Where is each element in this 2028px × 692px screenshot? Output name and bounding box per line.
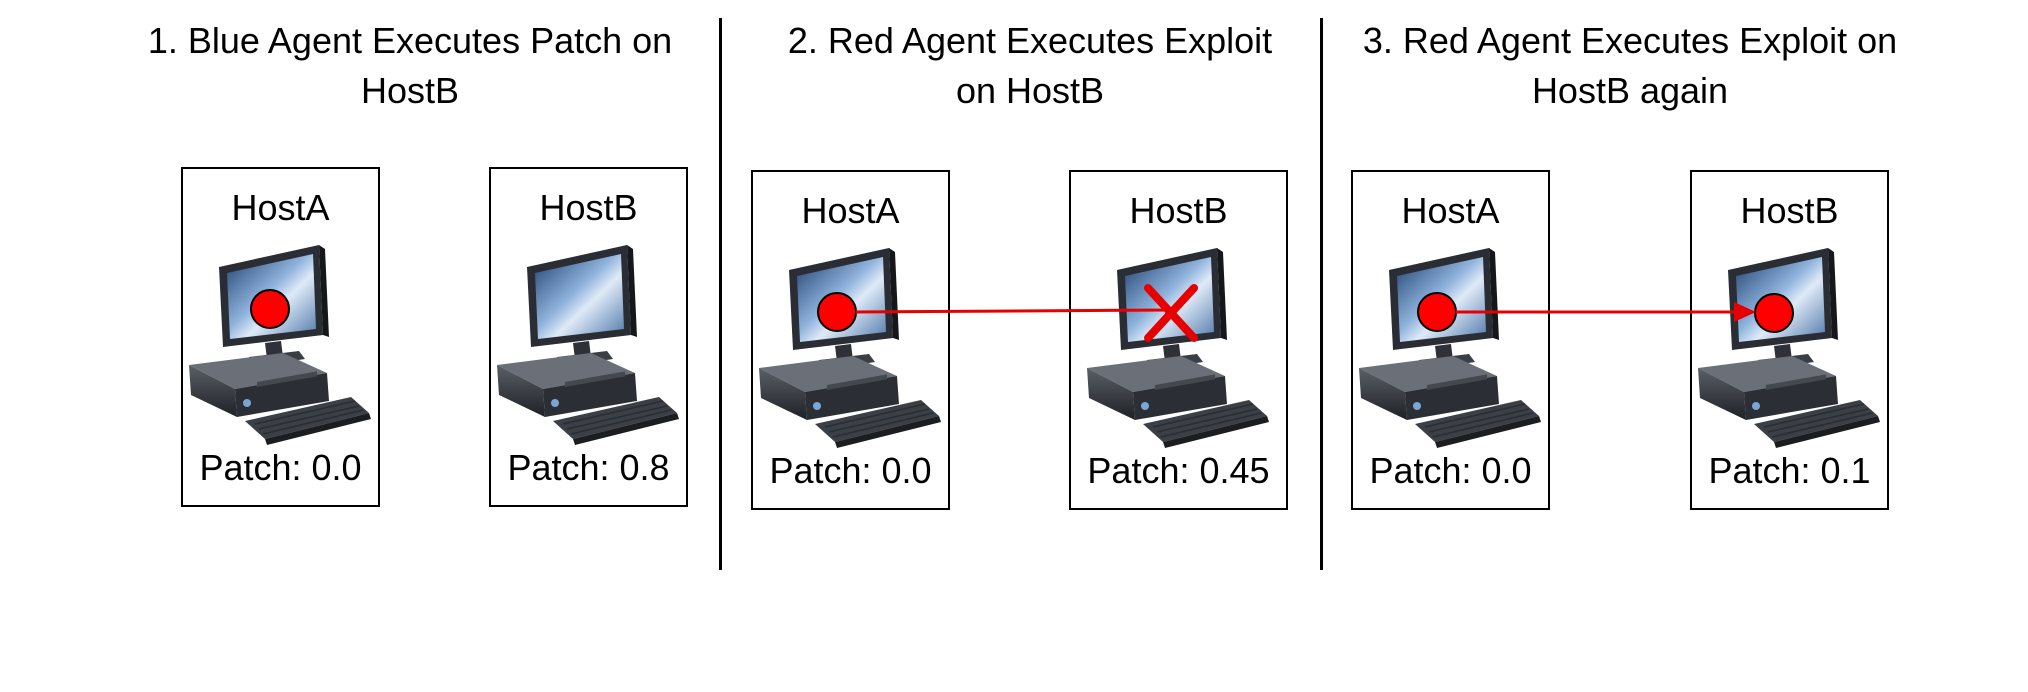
panel-divider-2 <box>1320 18 1323 570</box>
panel-3-hosta-box: HostA Patch: 0.0 <box>1351 170 1550 510</box>
host-patch: Patch: 0.0 <box>199 447 362 488</box>
host-patch: Patch: 0.0 <box>1369 450 1532 491</box>
host-patch: Patch: 0.0 <box>769 450 932 491</box>
panel-1-title: 1. Blue Agent Executes Patch on HostB <box>110 16 710 116</box>
host-patch: Patch: 0.45 <box>1087 450 1270 491</box>
host-name: HostA <box>801 190 900 231</box>
host-name: HostB <box>539 187 638 228</box>
panel-1-hostb-box: HostB Patch: 0.8 <box>489 167 688 507</box>
host-name: HostA <box>231 187 330 228</box>
panel-3-title-line1: 3. Red Agent Executes Exploit on <box>1362 20 1898 61</box>
panel-2-title-line1: 2. Red Agent Executes Exploit <box>787 20 1273 61</box>
panel-3-title: 3. Red Agent Executes Exploit on HostB a… <box>1320 16 1940 116</box>
panel-2-title: 2. Red Agent Executes Exploit on HostB <box>730 16 1330 116</box>
host-name: HostB <box>1129 190 1228 231</box>
panel-divider-1 <box>719 18 722 570</box>
panel-1-title-line1: 1. Blue Agent Executes Patch on <box>147 20 673 61</box>
host-patch: Patch: 0.8 <box>507 447 670 488</box>
panel-1-hosta-box: HostA Patch: 0.0 <box>181 167 380 507</box>
panel-2-title-line2: on HostB <box>955 70 1105 111</box>
host-patch: Patch: 0.1 <box>1708 450 1871 491</box>
panel-1-title-line2: HostB <box>360 70 460 111</box>
panel-3-title-line2: HostB again <box>1531 70 1729 111</box>
panel-3-hostb-box: HostB Patch: 0.1 <box>1690 170 1889 510</box>
panel-2-hosta-box: HostA Patch: 0.0 <box>751 170 950 510</box>
panel-2-hostb-box: HostB Patch: 0.45 <box>1069 170 1288 510</box>
host-name: HostB <box>1740 190 1839 231</box>
host-name: HostA <box>1401 190 1500 231</box>
